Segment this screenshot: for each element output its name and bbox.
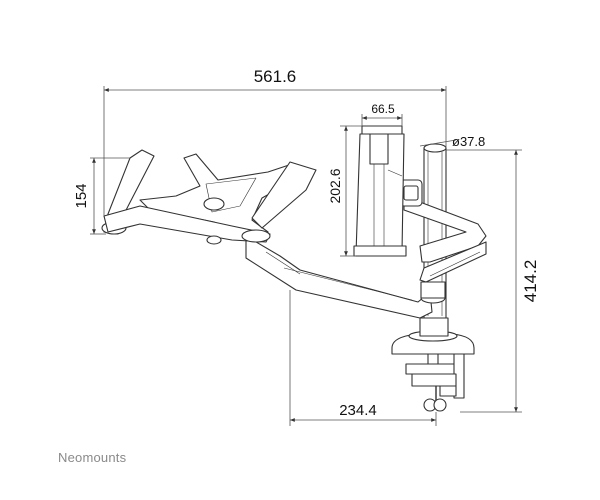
- desk-clamp: [391, 317, 475, 412]
- laptop-height-label: 154: [73, 183, 90, 208]
- total-height-label: 414.2: [521, 260, 540, 303]
- brand-logo-text: Neomounts: [58, 450, 127, 465]
- tablet-width-label: 66.5: [371, 102, 395, 116]
- total-width-label: 561.6: [254, 67, 297, 86]
- dimension-lines: [90, 86, 522, 426]
- tablet-holder: [353, 125, 407, 257]
- laptop-holder: [101, 149, 317, 245]
- lower-arm: [245, 235, 446, 319]
- upper-arm: [399, 179, 487, 283]
- base-offset-label: 234.4: [339, 402, 377, 419]
- monitor-arm-drawing: [101, 125, 487, 412]
- tablet-height-label: 202.6: [327, 168, 343, 203]
- pole-diameter-label: ø37.8: [452, 134, 485, 149]
